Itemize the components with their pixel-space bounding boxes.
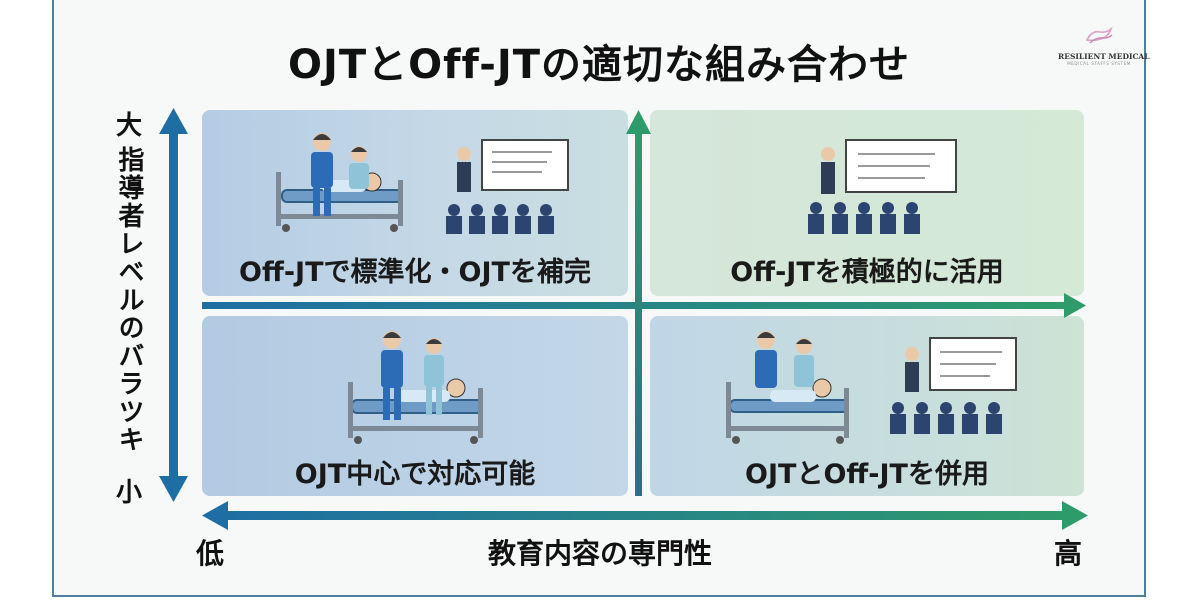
bedside-care-and-lecture-illustration: [276, 133, 569, 234]
quadrant-top-right-label: Off-JTを積極的に活用: [730, 257, 1004, 288]
x-axis-arrow: [202, 501, 1088, 530]
center-horizontal-arrow: [202, 293, 1086, 318]
y-axis-labels: 大 指導者レベルのバラツキ: [112, 110, 146, 454]
lecture-icon: [890, 337, 1017, 434]
trainee-nurse-icon: [794, 338, 814, 387]
y-axis-title: 指導者レベルのバラツキ: [114, 146, 144, 454]
logo-tagline: MEDICAL STAFFS SYSTEM: [1067, 61, 1131, 66]
center-vertical-arrow: [626, 110, 651, 496]
quadrant-top-left: Off-JTで標準化・OJTを補完: [202, 110, 628, 296]
quadrant-top-right: Off-JTを積極的に活用: [650, 110, 1084, 296]
logo-name: RESILIENT MEDICAL: [1058, 52, 1150, 61]
lecture-icon: [446, 139, 569, 234]
quadrant-bottom-left: OJT中心で対応可能: [202, 316, 628, 496]
y-axis-arrow: [159, 108, 188, 502]
brand-logo: RESILIENT MEDICAL MEDICAL STAFFS SYSTEM: [1058, 26, 1150, 72]
quadrant-top-left-label: Off-JTで標準化・OJTを補完: [239, 257, 591, 288]
diagram-frame: [52, 0, 1146, 597]
x-axis-low-label: 低: [196, 537, 225, 570]
trainee-nurse-icon: [349, 146, 369, 189]
y-axis-high-label: 大: [115, 111, 142, 141]
lecture-illustration: [808, 139, 957, 234]
nurse-icon: [311, 133, 333, 216]
nurse-icon: [381, 331, 403, 420]
lecture-icon: [808, 139, 957, 234]
quadrant-bottom-right: OJTとOff-JTを併用: [650, 316, 1084, 496]
quadrant-bottom-left-label: OJT中心で対応可能: [294, 459, 536, 490]
x-axis-high-label: 高: [1054, 537, 1083, 570]
bedside-care-illustration: [348, 331, 483, 444]
hospital-bed-icon: [726, 378, 849, 444]
x-axis-title: 教育内容の専門性: [487, 537, 712, 570]
quadrant-bottom-right-label: OJTとOff-JTを併用: [745, 459, 989, 490]
nurse-icon: [755, 331, 777, 388]
y-axis-low-label: 小: [115, 478, 142, 508]
trainee-nurse-icon: [424, 338, 444, 415]
hands-logo-icon: [1085, 26, 1113, 44]
bedside-care-and-lecture-illustration: [726, 331, 1017, 444]
page-title: OJTとOff-JTの適切な組み合わせ: [287, 42, 911, 88]
